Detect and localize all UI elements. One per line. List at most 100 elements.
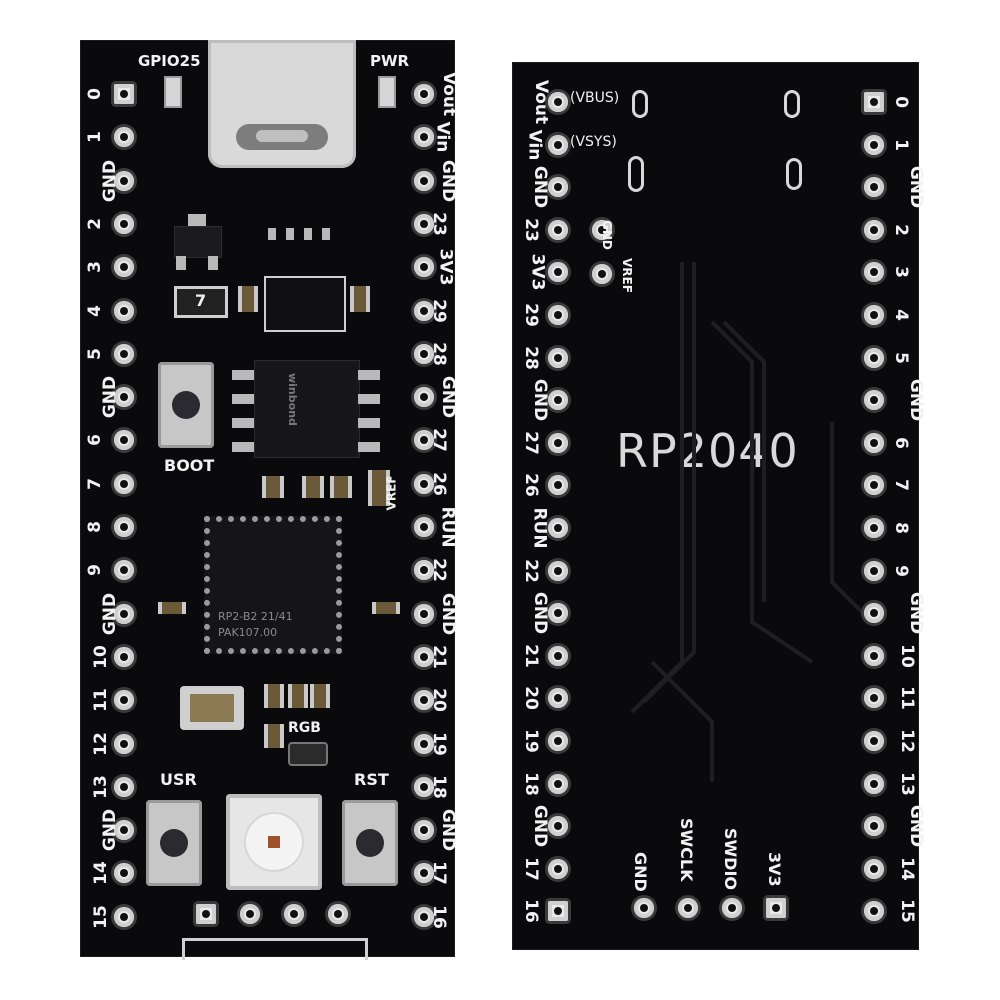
back-left-pin-1 bbox=[548, 134, 568, 155]
bottom-pad-4 bbox=[328, 904, 348, 924]
front-left-pin-label-17: GND bbox=[100, 808, 121, 852]
pwr-led bbox=[378, 76, 396, 108]
back-right-pin-18 bbox=[864, 858, 884, 879]
front-right-pin-label-10: RUN bbox=[437, 506, 458, 548]
back-right-pin-16 bbox=[864, 773, 884, 794]
slot-pad-3 bbox=[628, 156, 644, 192]
back-left-pin-9 bbox=[548, 475, 568, 496]
front-left-pin-label-18: 14 bbox=[90, 861, 111, 886]
back-right-pin-11 bbox=[864, 560, 884, 581]
back-left-pin-label-6: 28 bbox=[520, 345, 541, 370]
front-right-pin-2 bbox=[414, 170, 434, 191]
back-right-pin-label-8: 6 bbox=[890, 436, 911, 449]
front-left-pin-1 bbox=[114, 127, 134, 148]
slot-pad-4 bbox=[786, 158, 802, 190]
front-left-pin-label-12: GND bbox=[100, 592, 121, 635]
back-left-pin-label-7: GND bbox=[530, 379, 551, 422]
pwr-label: PWR bbox=[370, 52, 410, 70]
front-left-pin-label-4: 3 bbox=[84, 261, 105, 274]
front-right-pin-8 bbox=[414, 430, 434, 451]
front-left-pin-label-7: GND bbox=[100, 375, 121, 419]
back-right-pin-label-2: GND bbox=[906, 166, 927, 209]
front-left-pin-4 bbox=[114, 257, 134, 278]
front-right-pin-label-2: GND bbox=[438, 159, 459, 202]
front-left-pin-10 bbox=[114, 517, 134, 537]
front-left-pin-19 bbox=[114, 906, 134, 927]
swd-gnd-pad bbox=[634, 898, 654, 918]
front-left-pin-label-11: 9 bbox=[84, 564, 105, 577]
front-left-pin-label-14: 11 bbox=[90, 688, 111, 713]
front-right-pin-label-11: 22 bbox=[428, 558, 449, 583]
back-right-pin-12 bbox=[864, 603, 884, 624]
back-left-pin-label-11: 22 bbox=[520, 558, 541, 583]
back-left-pin-8 bbox=[548, 432, 568, 453]
back-left-pin-2 bbox=[548, 177, 568, 198]
back-right-pin-17 bbox=[864, 816, 884, 837]
back-right-pin-9 bbox=[864, 475, 884, 496]
front-left-pin-3 bbox=[114, 213, 134, 234]
back-right-pin-19 bbox=[864, 901, 884, 922]
swclk-label: SWCLK bbox=[677, 818, 696, 882]
rst-button[interactable] bbox=[342, 800, 398, 886]
rgb-component bbox=[288, 742, 328, 766]
rp2040-title: RP2040 bbox=[616, 424, 799, 478]
back-right-pin-3 bbox=[864, 219, 884, 240]
back-right-pin-label-7: GND bbox=[906, 379, 927, 422]
back-left-pin-17 bbox=[548, 816, 568, 837]
back-left-pin-label-13: 21 bbox=[520, 643, 541, 668]
back-left-pin-label-8: 27 bbox=[520, 430, 541, 455]
front-left-pin-17 bbox=[114, 820, 134, 841]
front-right-pin-13 bbox=[414, 646, 434, 667]
front-board: GPIO25 PWR 7 winbond BOOT VREF RP2-B2 21… bbox=[80, 40, 460, 960]
front-right-pin-7 bbox=[414, 387, 434, 408]
back-right-pin-5 bbox=[864, 305, 884, 325]
back-left-pin-12 bbox=[548, 603, 568, 624]
back-left-pin-label-9: 26 bbox=[520, 473, 541, 498]
back-left-pin-6 bbox=[548, 347, 568, 368]
back-right-pin-label-18: 14 bbox=[896, 856, 917, 881]
tantalum-capacitor: 7 bbox=[174, 286, 228, 318]
back-right-pin-8 bbox=[864, 432, 884, 453]
front-right-pin-label-0: Vout bbox=[439, 71, 460, 117]
back-right-pin-0 bbox=[864, 92, 884, 112]
front-left-pin-label-19: 15 bbox=[90, 904, 111, 929]
back-left-pin-label-3: 23 bbox=[520, 217, 541, 242]
back-left-pin-label-2: GND bbox=[530, 166, 551, 209]
back-left-pin-label-10: RUN bbox=[529, 507, 550, 549]
swdio-pad bbox=[722, 898, 742, 918]
chip-marking-1: RP2-B2 21/41 bbox=[218, 610, 293, 623]
back-right-pin-label-17: GND bbox=[906, 805, 927, 848]
voltage-regulator bbox=[174, 226, 222, 258]
front-right-pin-label-5: 29 bbox=[428, 298, 449, 323]
vref-silk-front: VREF bbox=[384, 475, 399, 511]
vsys-label: (VSYS) bbox=[570, 134, 617, 150]
back-right-pin-label-14: 11 bbox=[896, 686, 917, 711]
front-right-pin-4 bbox=[414, 257, 434, 278]
boot-button[interactable] bbox=[158, 362, 214, 448]
front-right-pin-17 bbox=[414, 820, 434, 841]
back-left-pin-label-18: 17 bbox=[520, 856, 541, 881]
swd-3v3-label: 3V3 bbox=[765, 852, 784, 887]
usr-button[interactable] bbox=[146, 800, 202, 886]
gpio25-led bbox=[164, 76, 182, 108]
test-pad-vref bbox=[592, 264, 612, 284]
front-left-pin-label-1: 1 bbox=[84, 131, 105, 144]
front-right-pin-5 bbox=[414, 300, 434, 321]
flash-chip: winbond bbox=[254, 360, 360, 458]
bottom-edge-connector bbox=[182, 938, 368, 960]
rst-label: RST bbox=[354, 770, 389, 789]
bottom-pad-3 bbox=[284, 904, 304, 924]
usr-label: USR bbox=[160, 770, 197, 789]
back-left-pin-7 bbox=[548, 390, 568, 411]
front-right-pin-label-18: 17 bbox=[428, 861, 449, 886]
front-left-pin-11 bbox=[114, 560, 134, 581]
back-left-pin-18 bbox=[548, 858, 568, 879]
front-right-pin-6 bbox=[414, 343, 434, 364]
back-left-pin-16 bbox=[548, 773, 568, 794]
back-left-pin-11 bbox=[548, 560, 568, 581]
back-right-pin-6 bbox=[864, 347, 884, 368]
back-left-pin-4 bbox=[548, 262, 568, 283]
gpio25-label: GPIO25 bbox=[138, 52, 201, 70]
front-left-pin-label-8: 6 bbox=[84, 434, 105, 447]
usb-c-connector bbox=[208, 40, 356, 168]
